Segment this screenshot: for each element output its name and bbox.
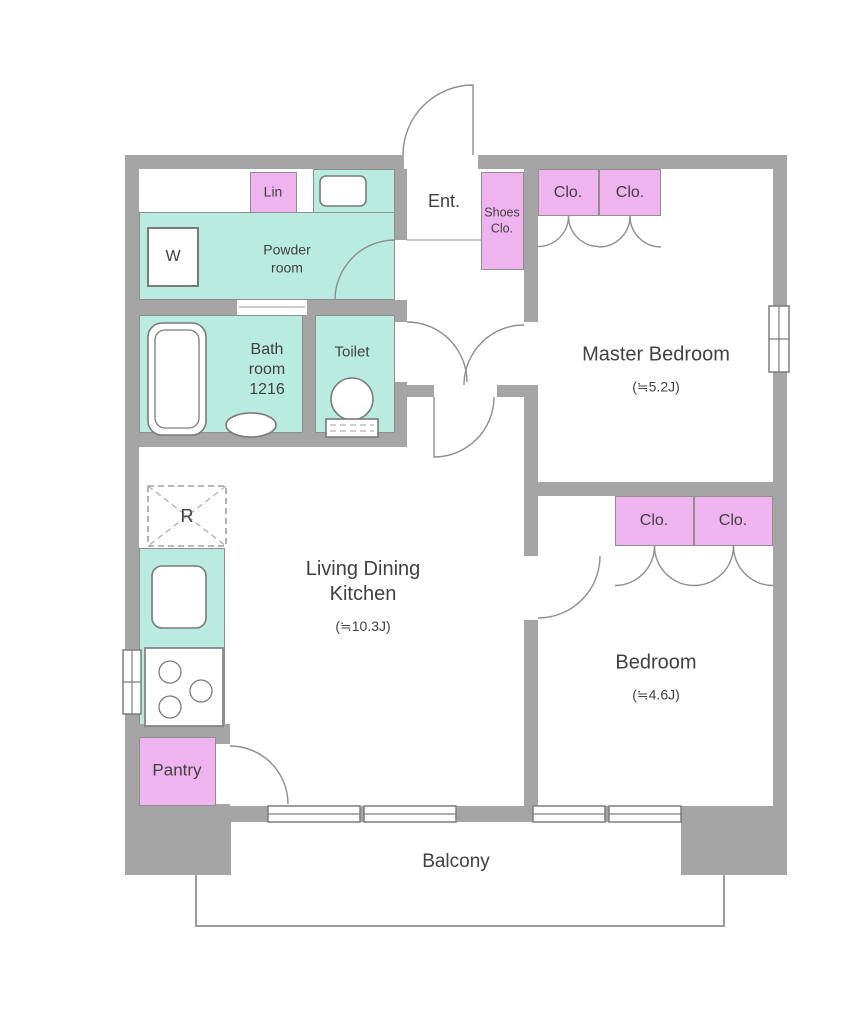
closet-text: Clo. (718, 512, 748, 529)
label-powder-room: Powder room (263, 242, 310, 277)
bedroom-size-text: (≒4.6J) (632, 686, 680, 703)
wall-bath-toilet (303, 315, 315, 447)
washer-text: W (165, 248, 181, 265)
label-linen: Lin (264, 183, 283, 201)
closet-text: Clo. (553, 184, 583, 201)
balcony-railing (195, 875, 725, 927)
opening-master-bedroom (524, 322, 538, 385)
label-refrigerator: R (181, 505, 194, 528)
label-master-bedroom: Master Bedroom (≒5.2J) (582, 342, 730, 396)
master-bedroom-size-text: (≒5.2J) (632, 378, 680, 395)
opening-pantry (216, 744, 230, 804)
powder-room-text: room (271, 259, 303, 275)
linen-text: Lin (263, 183, 283, 200)
entrance-text: Ent. (427, 190, 461, 211)
label-closet-master-right: Clo. (616, 183, 644, 203)
wall-bottom (139, 806, 773, 822)
label-closet-bedroom-right: Clo. (719, 511, 747, 531)
opening-toilet (395, 322, 407, 382)
bathroom-text: room (248, 361, 286, 378)
label-entrance: Ent. (428, 190, 460, 213)
opening-bath-door (237, 300, 307, 315)
wall-left (125, 155, 139, 875)
wall-block-bottom-right (681, 822, 787, 875)
wall-middle-vertical (524, 169, 538, 806)
pantry-text: Pantry (152, 760, 202, 780)
closet-text: Clo. (639, 512, 669, 529)
label-bedroom: Bedroom (≒4.6J) (615, 650, 696, 704)
balcony-text: Balcony (422, 851, 490, 873)
master-bedroom-text: Master Bedroom (582, 343, 730, 366)
label-balcony: Balcony (422, 850, 490, 874)
closet-bedroom-left (615, 496, 694, 546)
room-shoes-closet (481, 172, 524, 270)
kitchen-counter (139, 548, 225, 728)
wall-master-bottom (538, 482, 773, 496)
closet-bedroom-right (694, 496, 773, 546)
ldk-text: Kitchen (329, 582, 397, 605)
bathroom-text: Bath (250, 341, 284, 358)
closet-master-right (599, 169, 661, 216)
closet-master-left (538, 169, 599, 216)
opening-entrance (404, 155, 478, 169)
wall-right (773, 155, 787, 875)
toilet-text: Toilet (334, 343, 370, 361)
bedroom-text: Bedroom (615, 651, 697, 674)
label-shoes-closet: Shoes Clo. (484, 205, 519, 236)
label-washer: W (165, 247, 180, 267)
refrigerator-text: R (180, 505, 194, 526)
wall-hall-left (395, 169, 407, 447)
bathroom-text: 1216 (249, 381, 285, 398)
wall-block-bottom-left (125, 822, 231, 875)
label-ldk: Living Dining Kitchen (≒10.3J) (306, 557, 421, 636)
washing-machine-space (147, 227, 199, 287)
label-closet-bedroom-left: Clo. (640, 511, 668, 531)
opening-bedroom (524, 556, 538, 620)
label-closet-master-left: Clo. (554, 183, 582, 203)
opening-ldk (434, 385, 497, 397)
label-pantry: Pantry (152, 759, 201, 780)
entrance-door-icon (402, 84, 474, 156)
label-bathroom: Bath room 1216 (249, 340, 285, 400)
wall-bath-bottom (139, 433, 407, 447)
powder-room-text: Powder (263, 241, 311, 258)
wall-pantry-top (139, 724, 230, 737)
closet-text: Clo. (615, 184, 645, 201)
room-toilet (315, 315, 395, 433)
room-linen-closet (250, 172, 297, 213)
ldk-size-text: (≒10.3J) (335, 617, 391, 634)
washbasin-counter (313, 169, 395, 213)
opening-powder-room (395, 240, 407, 300)
label-toilet: Toilet (334, 344, 369, 363)
shoes-closet-text: Clo. (490, 221, 514, 235)
room-pantry (139, 737, 216, 806)
shoes-closet-text: Shoes (484, 205, 520, 220)
ldk-text: Living Dining (305, 557, 421, 580)
